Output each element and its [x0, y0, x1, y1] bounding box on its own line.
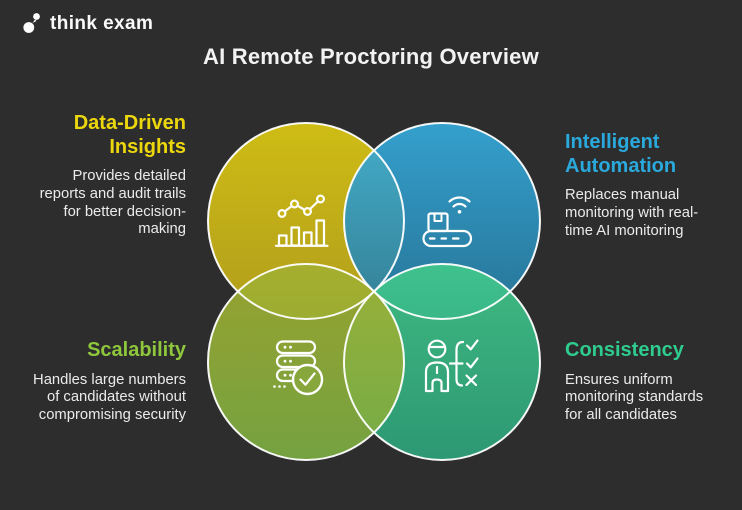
server-check-icon	[273, 340, 324, 396]
venn-circle-data-driven	[208, 123, 404, 319]
conveyor-wifi-icon	[422, 196, 473, 248]
section-body-intelligent-automation: Replaces manual monitoring with real- ti…	[565, 187, 699, 239]
section-heading-scalability: Scalability	[87, 339, 186, 361]
section-heading-data-driven: Data-Driven Insights	[73, 112, 186, 158]
section-data-driven: Data-Driven Insights Provides detailed r…	[0, 112, 186, 239]
section-scalability: Scalability Handles large numbers of can…	[0, 339, 186, 425]
page-title: AI Remote Proctoring Overview	[203, 44, 539, 69]
section-body-data-driven: Provides detailed reports and audit trai…	[39, 168, 186, 238]
two-dots-logo-icon	[23, 13, 40, 33]
person-checklist-icon	[424, 339, 479, 393]
section-body-consistency: Ensures uniform monitoring standards for…	[565, 371, 704, 424]
section-heading-consistency: Consistency	[565, 339, 684, 361]
brand-logo: think exam	[22, 11, 153, 37]
brand-logo-text: think exam	[50, 13, 154, 34]
section-body-scalability: Handles large numbers of candidates with…	[33, 371, 186, 424]
venn-circle-outlines	[207, 122, 541, 461]
section-consistency: Consistency Ensures uniform monitoring s…	[565, 339, 741, 425]
section-intelligent-automation: Intelligent Automation Replaces manual m…	[565, 131, 741, 240]
venn-circle-scalability	[208, 264, 404, 460]
bar-line-chart-icon	[274, 194, 329, 247]
section-heading-intelligent-automation: Intelligent Automation	[565, 131, 677, 177]
